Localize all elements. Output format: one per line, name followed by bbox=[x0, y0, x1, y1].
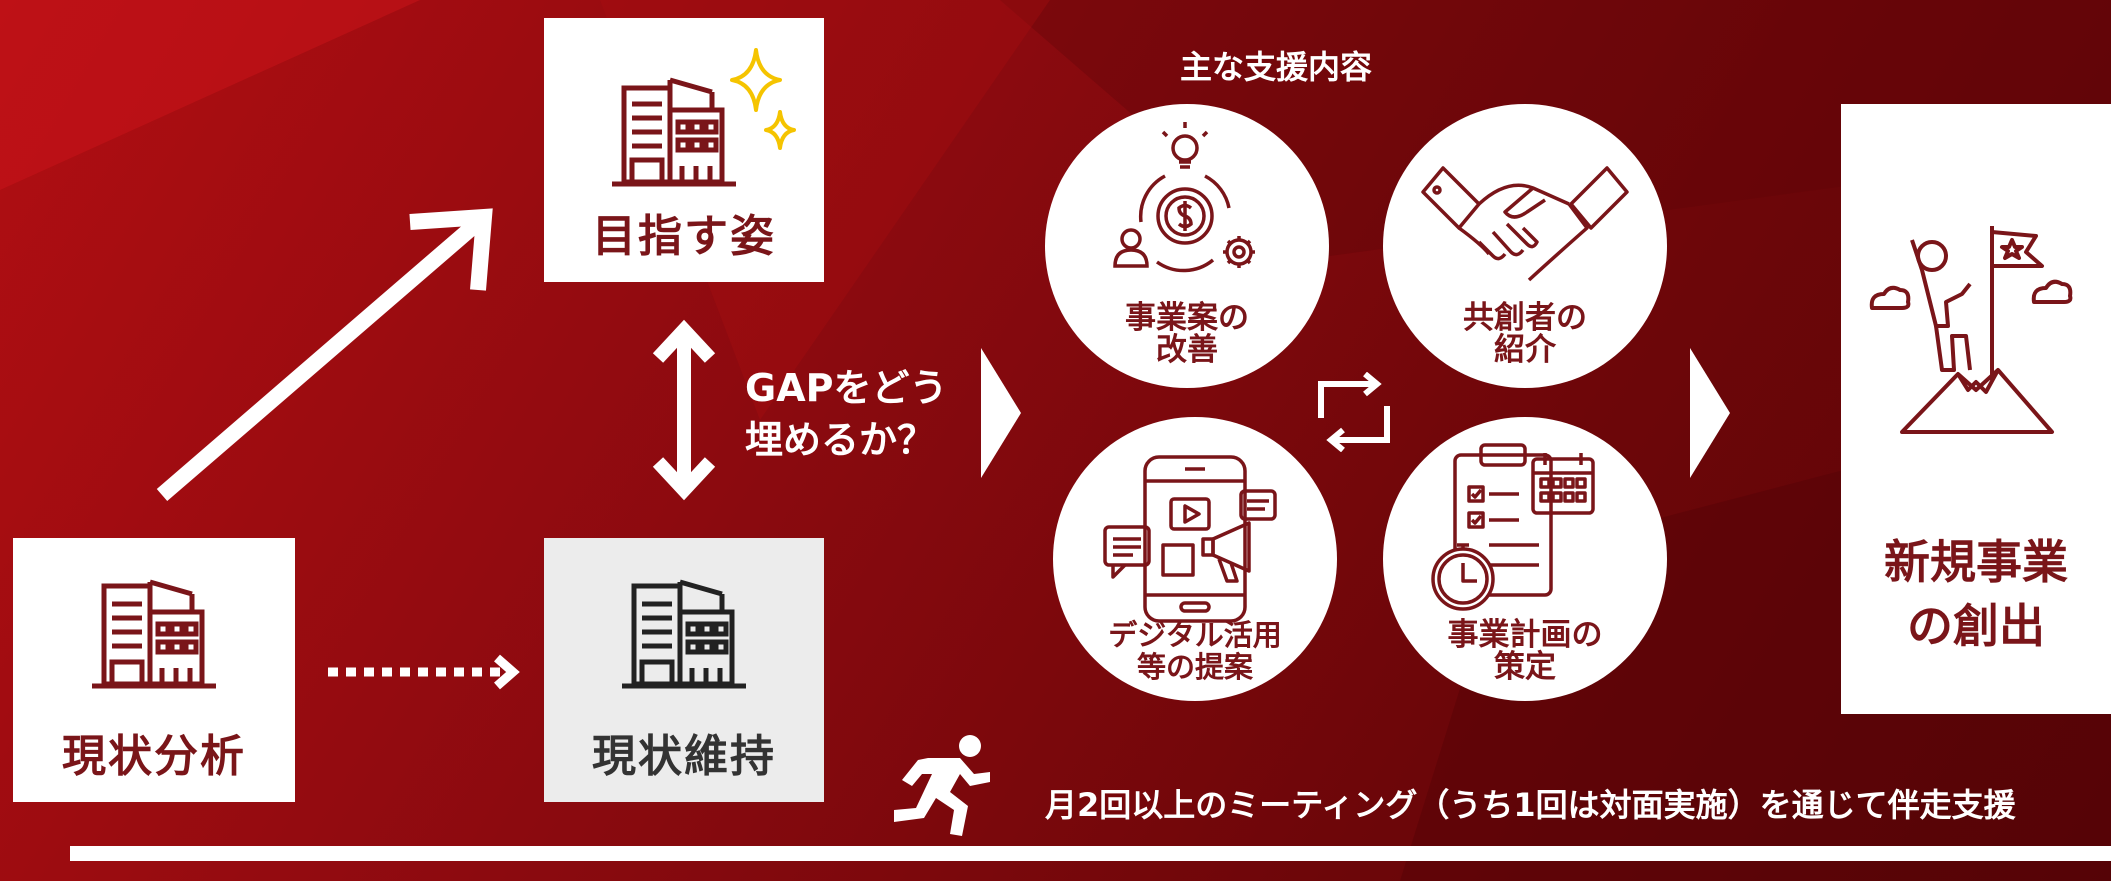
support-item-line1: 事業計画の bbox=[1447, 617, 1603, 653]
support-item-line2: 紹介 bbox=[1494, 332, 1556, 368]
status-quo-label: 現状維持 bbox=[592, 731, 776, 782]
chevron-right-icon bbox=[981, 348, 1021, 478]
double-arrow-icon bbox=[652, 319, 716, 501]
bottom-divider bbox=[70, 846, 2111, 861]
handshake-icon bbox=[1421, 166, 1629, 282]
support-item-line1: 事業案の bbox=[1125, 300, 1249, 336]
target-box: 目指す姿 bbox=[544, 18, 824, 282]
gap-question-line2: 埋めるか？ bbox=[745, 418, 936, 462]
summit-flag-icon bbox=[1869, 226, 2073, 434]
smartphone-icon bbox=[1103, 455, 1277, 623]
support-item-line1: 共創者の bbox=[1463, 300, 1587, 336]
gap-question-text: GAPをどう 埋めるか？ bbox=[745, 362, 947, 466]
support-heading: 主な支援内容 bbox=[1180, 48, 1373, 86]
dotted-arrow-icon bbox=[328, 654, 520, 690]
support-item-partner-introduction: 共創者の 紹介 bbox=[1383, 104, 1667, 388]
footer-text: 月2回以上のミーティング（うち1回は対面実施）を通じて伴走支援 bbox=[1045, 786, 2016, 824]
support-item-digital-proposal: デジタル活用 等の提案 bbox=[1053, 417, 1337, 701]
support-item-line2: 改善 bbox=[1156, 332, 1218, 368]
target-label: 目指す姿 bbox=[592, 211, 776, 262]
support-item-line1: デジタル活用 bbox=[1108, 618, 1282, 652]
building-icon bbox=[92, 579, 216, 689]
support-item-business-plan-improvement: 事業案の 改善 bbox=[1045, 104, 1329, 388]
chevron-right-icon bbox=[1690, 348, 1730, 478]
gap-question-line1: GAPをどう bbox=[745, 366, 948, 410]
runner-icon bbox=[894, 735, 990, 836]
current-analysis-label: 現状分析 bbox=[62, 731, 246, 782]
result-line2: の創出 bbox=[1907, 599, 2045, 653]
idea-cycle-icon bbox=[1113, 122, 1255, 273]
current-analysis-box: 現状分析 bbox=[13, 538, 295, 802]
support-item-line2: 等の提案 bbox=[1136, 650, 1253, 684]
result-line1: 新規事業 bbox=[1884, 535, 2068, 589]
status-quo-box: 現状維持 bbox=[544, 538, 824, 802]
building-sparkle-icon bbox=[612, 48, 796, 187]
support-item-line2: 策定 bbox=[1494, 649, 1556, 685]
plan-clock-icon bbox=[1431, 443, 1595, 611]
building-icon bbox=[622, 579, 746, 689]
result-box: 新規事業 の創出 bbox=[1841, 104, 2111, 714]
support-item-business-plan-formulation: 事業計画の 策定 bbox=[1383, 417, 1667, 701]
diagonal-arrow-icon bbox=[156, 208, 493, 502]
